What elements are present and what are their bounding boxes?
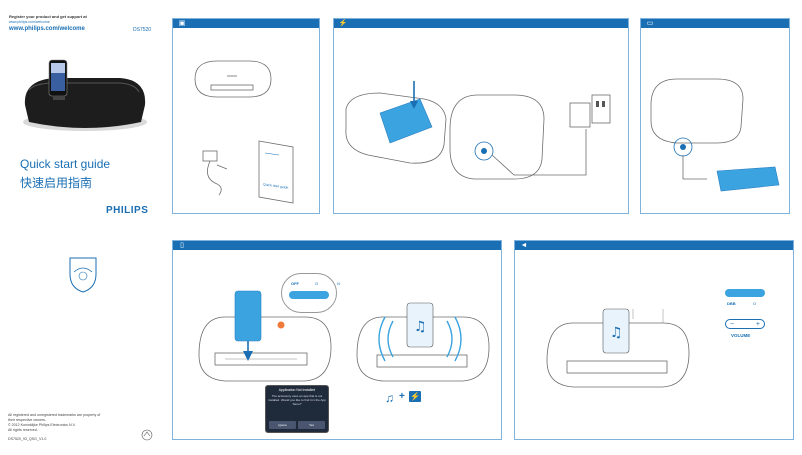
- step4-dock-playing: ♫: [356, 302, 490, 382]
- power-switch[interactable]: [289, 291, 329, 299]
- popup-body: The accessory uses an app that is not in…: [268, 394, 326, 406]
- step1-dock-illustration: [194, 60, 272, 98]
- popup-title: Application Not Installed: [278, 388, 316, 392]
- popup-ignore-button[interactable]: Ignore: [269, 421, 296, 429]
- legal-line-2: their respective owners.: [8, 418, 46, 422]
- switch-o-label: O: [315, 281, 319, 286]
- battery-icon: ▭: [644, 20, 656, 28]
- legal-line-1: All registered and unregistered trademar…: [8, 413, 101, 417]
- legal-line-4: All rights reserved.: [8, 428, 38, 432]
- plug-icon: ⚡: [337, 20, 349, 28]
- step4-dock-with-phone: [198, 290, 332, 382]
- svg-text:♫: ♫: [610, 325, 623, 341]
- volume-label: VOLUME: [731, 333, 751, 338]
- register-line: Register your product and get support at: [9, 14, 87, 19]
- legal-line-3: © 2012 Koninklijke Philips Electronics N…: [8, 423, 76, 427]
- cover-panel: Register your product and get support at…: [0, 0, 164, 228]
- step1-booklet-illustration: [258, 140, 294, 204]
- dbb-label: DBB: [727, 301, 736, 306]
- plus-icon: +: [399, 391, 405, 402]
- model-number: DS7520: [133, 27, 152, 33]
- step4-panel: ▯ OFF O N Application Not Installed The …: [172, 240, 502, 440]
- step1-header-bar: [173, 19, 319, 28]
- title-chinese: 快速启用指南: [20, 176, 93, 190]
- volume-up-button[interactable]: +: [755, 321, 760, 328]
- legal-panel: All registered and unregistered trademar…: [0, 236, 164, 455]
- volume-control[interactable]: − +: [725, 319, 765, 329]
- dbb-switch[interactable]: [725, 289, 765, 297]
- step3-header-bar: [641, 19, 789, 28]
- phone-icon: ▯: [176, 242, 188, 250]
- support-line: www.philips.com/welcome: [9, 20, 50, 24]
- step2-back-connect: [449, 94, 611, 180]
- philips-logo: PHILIPS: [106, 205, 149, 216]
- box-icon: ▣: [176, 20, 188, 28]
- switch-off-label: OFF: [291, 281, 299, 286]
- svg-text:♫: ♫: [414, 319, 427, 335]
- music-note-icon: ♫: [385, 391, 394, 405]
- speaker-icon: ◄: [518, 242, 530, 250]
- philips-shield-icon: [69, 257, 97, 293]
- website-link[interactable]: www.philips.com/welcome: [9, 26, 85, 32]
- step3-aux-connect: [650, 78, 780, 192]
- step5-panel: ◄ ♫ DBB O − + VOLUME: [514, 240, 794, 440]
- step2-panel: ⚡: [333, 18, 629, 214]
- volume-down-button[interactable]: −: [730, 321, 735, 328]
- step5-dock-playing: ♫: [546, 308, 690, 388]
- step1-adapter-illustration: [202, 150, 228, 196]
- document-code: DS7520_93_QSG_V1.0: [8, 437, 47, 441]
- popup-yes-button[interactable]: Yes: [298, 421, 325, 429]
- step2-header-bar: [334, 19, 628, 28]
- switch-n-label: N: [337, 281, 340, 286]
- step1-panel: ▣ Quick start guide: [172, 18, 320, 214]
- recycle-icon: [141, 429, 153, 441]
- step3-panel: ▭: [640, 18, 790, 214]
- charge-icon: ⚡: [409, 391, 421, 402]
- app-popup: Application Not Installed The accessory …: [265, 385, 329, 433]
- step2-insert-battery: [345, 81, 447, 164]
- step4-header-bar: [173, 241, 501, 250]
- dbb-on-label: O: [753, 301, 757, 306]
- product-photo: [23, 59, 147, 131]
- title-english: Quick start guide: [20, 157, 111, 171]
- step5-header-bar: [515, 241, 793, 250]
